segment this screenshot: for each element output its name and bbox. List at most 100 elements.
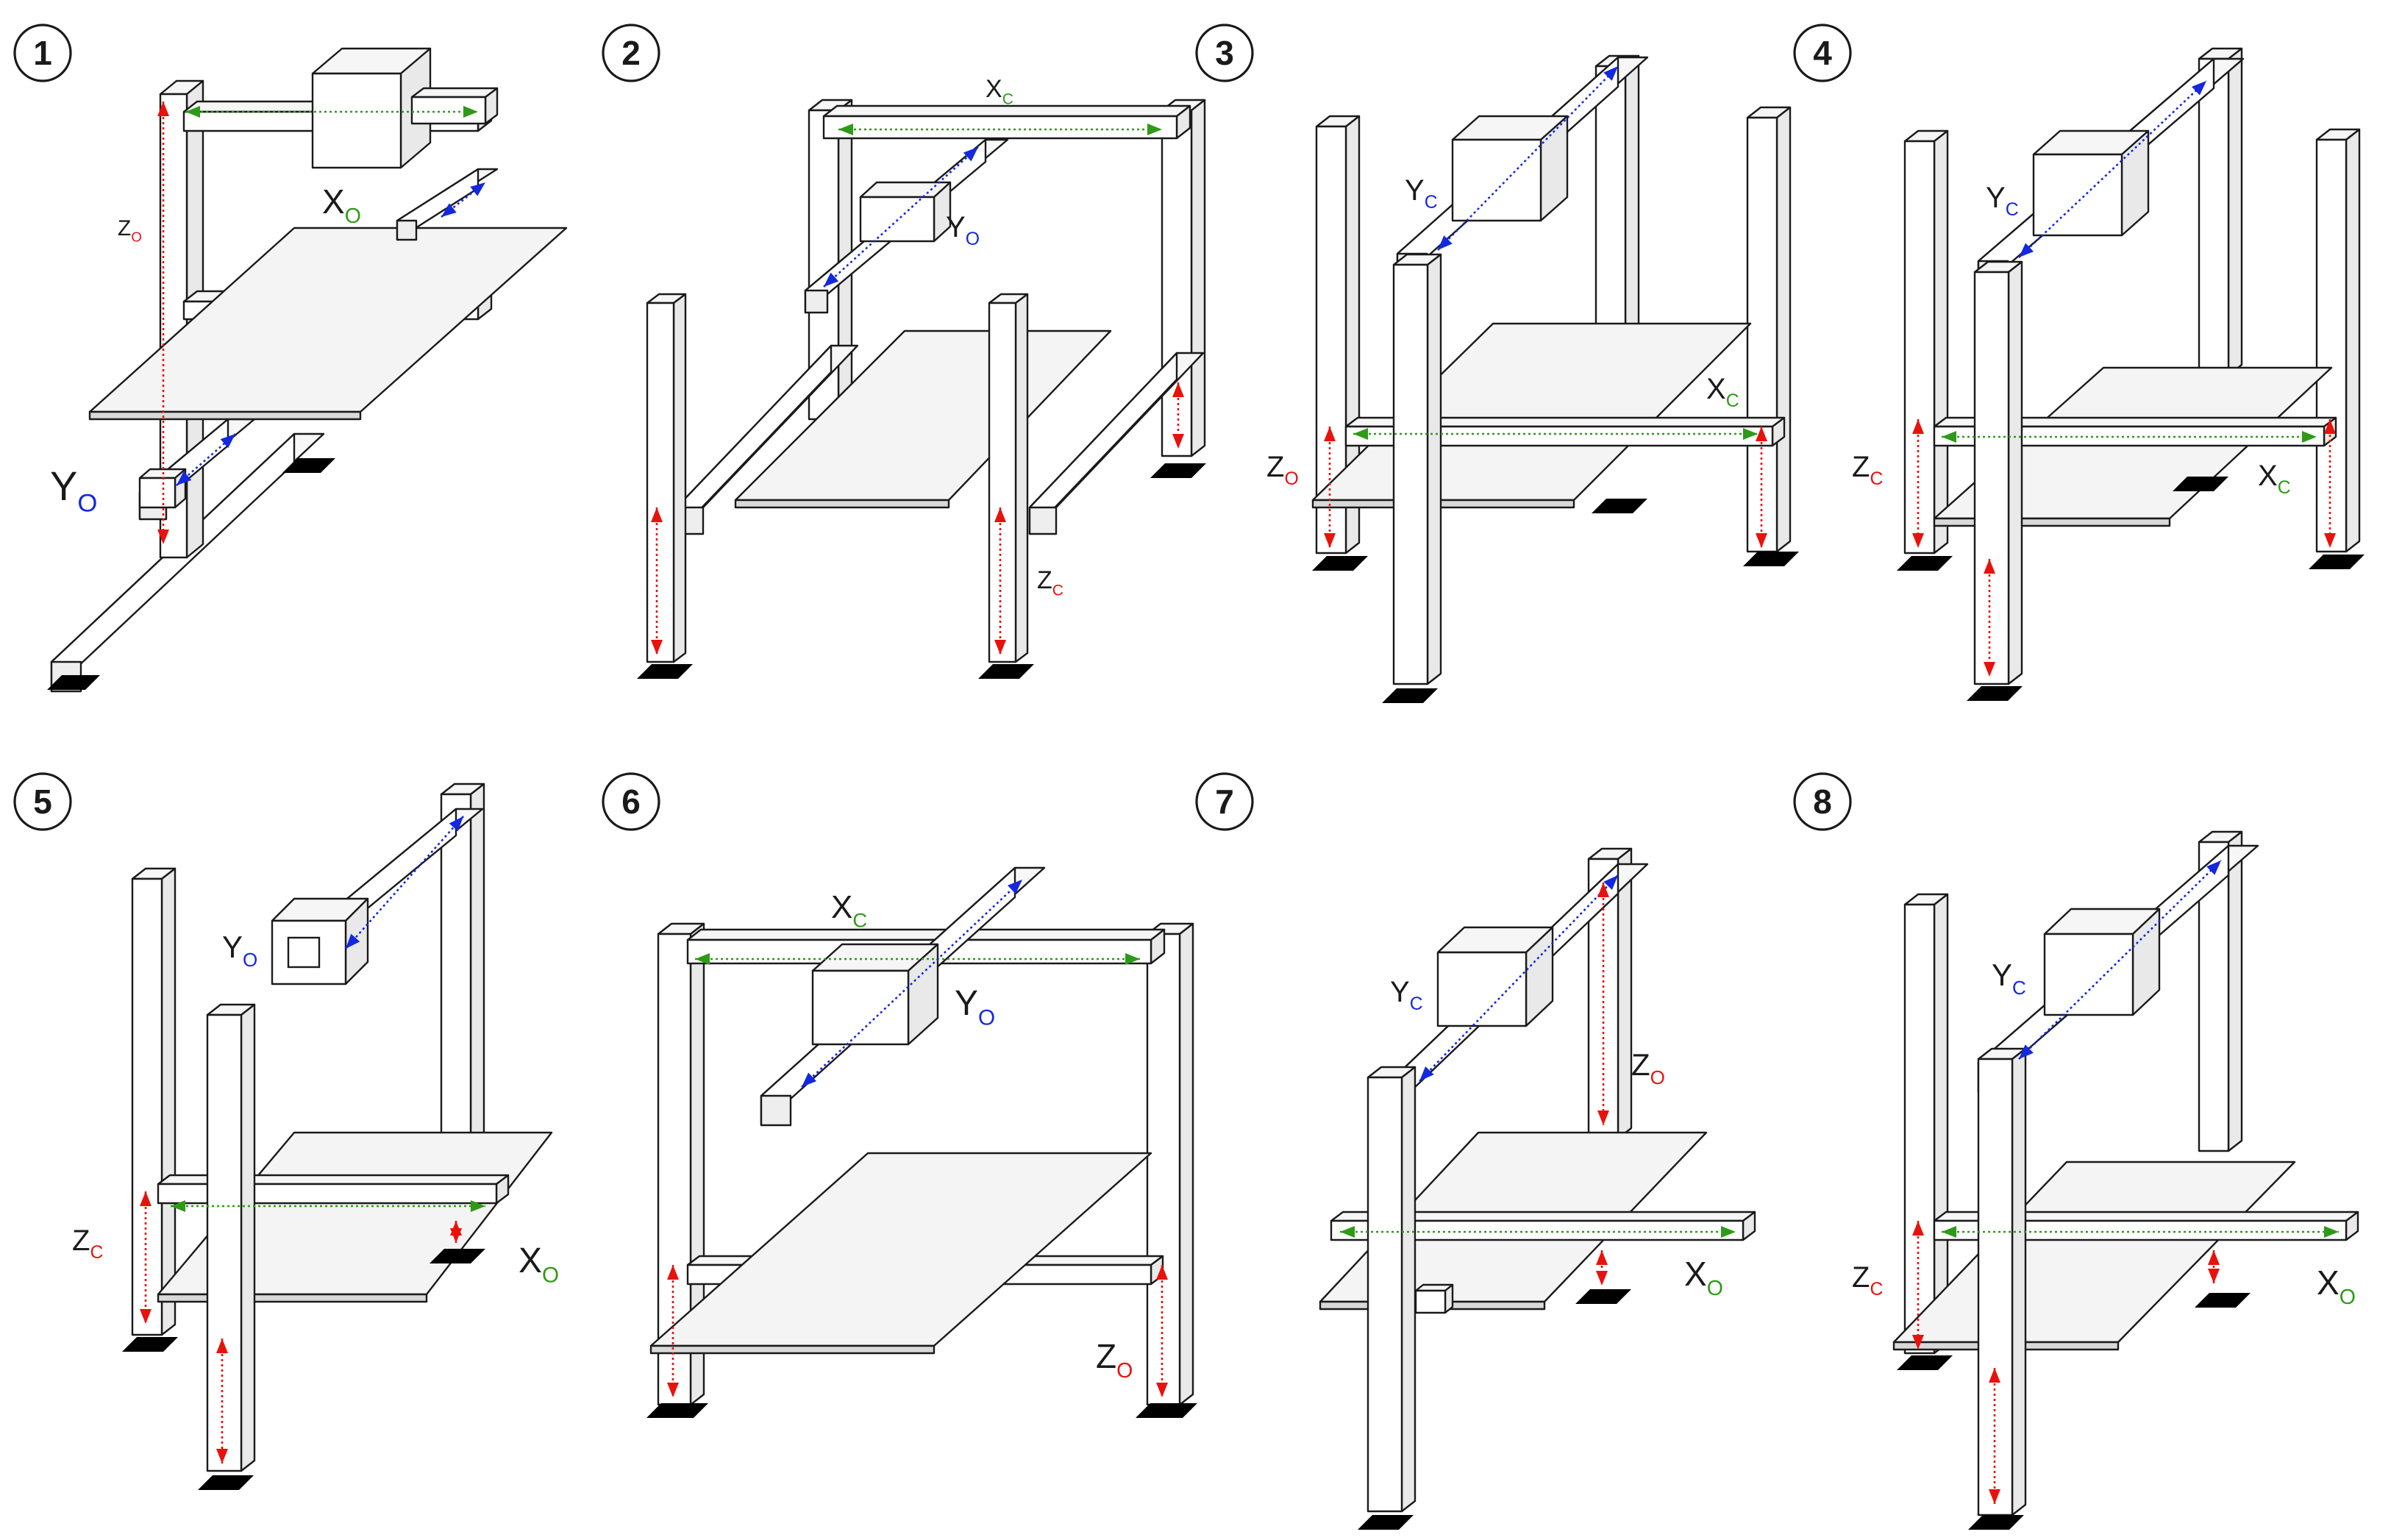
label-y-subscript: C — [1425, 193, 1438, 213]
label-x-subscript: O — [2340, 1286, 2356, 1309]
rear-column-mid-side — [2227, 47, 2243, 377]
y-axis-arrow — [2018, 860, 2222, 1060]
y-carriage — [859, 181, 952, 243]
label-x-letter: X — [2317, 1263, 2340, 1302]
front-column — [1392, 253, 1442, 685]
rear-column-right — [1161, 99, 1206, 457]
x-axis-arrow — [1340, 1226, 1736, 1238]
x-axis-arrow — [171, 1200, 485, 1212]
spindle-window — [287, 936, 321, 969]
label-y-subscript: C — [1410, 994, 1423, 1014]
panel-number: 4 — [1813, 34, 1832, 72]
y-carriage-front — [138, 477, 177, 509]
label-x-letter: X — [1706, 373, 1726, 405]
x-axis-arrow — [185, 106, 478, 118]
work-table-edge — [649, 1344, 936, 1355]
label-x-subscript: O — [1707, 1277, 1723, 1300]
rear-column-left-front — [131, 877, 163, 1336]
rear-column-mid-front — [2198, 841, 2230, 1152]
y-axis-arrow — [2018, 80, 2207, 258]
panel-number-badge: 5 — [13, 772, 72, 831]
front-column-right-front — [988, 302, 1017, 663]
rear-column-side — [1617, 847, 1633, 1140]
top-crossbeam-top — [686, 928, 1166, 941]
x-head-front — [311, 72, 402, 169]
panel-number-badge: 3 — [1195, 24, 1254, 82]
label-z-letter: Z — [72, 1224, 90, 1257]
foot-rear-left — [122, 1337, 178, 1352]
label-z-subscript: O — [1284, 469, 1298, 489]
label-x-subscript: C — [852, 908, 867, 931]
foot-rear — [282, 458, 335, 473]
rear-column-left-front — [1903, 903, 1936, 1355]
label-x-subscript: O — [542, 1263, 559, 1287]
x-arm — [410, 87, 499, 125]
label-z-letter: Z — [1266, 451, 1284, 483]
label-y: YO — [955, 984, 995, 1030]
label-x: XC — [831, 889, 867, 931]
label-x: XO — [1684, 1255, 1723, 1300]
label-z-letter: Z — [1852, 1261, 1870, 1294]
z-axis-arrow-right — [2324, 419, 2336, 548]
x-axis-arrow — [1942, 1226, 2339, 1238]
work-table — [1311, 322, 1752, 509]
panel-number: 6 — [621, 783, 641, 821]
work-table — [1892, 1161, 2296, 1351]
foot-front-right — [978, 664, 1034, 679]
x-rail-front — [1330, 1219, 1745, 1241]
z-axis-arrow-rear — [450, 1221, 462, 1243]
y-axis-arrow — [176, 433, 236, 486]
y-carriage — [1451, 115, 1569, 222]
front-column — [1977, 1047, 2027, 1516]
panel-number: 1 — [33, 34, 52, 72]
work-table — [649, 1152, 1152, 1355]
panel-number: 3 — [1215, 34, 1234, 72]
rear-column-right-side — [2345, 128, 2361, 553]
label-y-letter: Y — [1390, 976, 1410, 1008]
foot-front — [1382, 688, 1438, 703]
foot-rear — [1575, 1289, 1631, 1304]
label-z-letter: Z — [118, 216, 131, 240]
z-axis-arrow-left — [1912, 419, 1924, 548]
label-z-subscript: C — [90, 1243, 103, 1263]
z-axis-arrow-lower — [1596, 1250, 1608, 1286]
panel-number-badge: 2 — [602, 24, 660, 82]
y-carriage — [2043, 908, 2161, 1016]
y-carriage — [1436, 926, 1554, 1027]
rear-column-right-side — [1775, 106, 1792, 553]
panel-number: 2 — [621, 34, 641, 72]
z-axis-arrow-right — [1756, 427, 1767, 548]
label-x: XC — [986, 75, 1013, 108]
front-column — [1973, 260, 2023, 685]
front-column — [1366, 1066, 1417, 1513]
work-table-top — [649, 1152, 1152, 1347]
z-axis-arrow-front — [216, 1338, 228, 1464]
label-x: XC — [2258, 460, 2291, 498]
front-column-right-front — [1146, 933, 1181, 1406]
label-x-subscript: C — [1002, 91, 1013, 108]
rear-column-left-side — [1933, 129, 1949, 555]
x-arm-top — [410, 87, 499, 99]
label-z-letter: Z — [1631, 1047, 1650, 1082]
foot-front — [1358, 1515, 1414, 1530]
x-arm-front — [410, 96, 487, 125]
front-column-front — [1366, 1076, 1403, 1513]
front-column-right-side — [1178, 922, 1194, 1406]
label-y-subscript: O — [243, 949, 257, 971]
label-x-letter: X — [322, 182, 345, 221]
front-column-side — [1426, 253, 1442, 685]
front-column-right — [988, 293, 1029, 663]
label-x: XC — [1706, 373, 1739, 411]
panel-number: 8 — [1813, 783, 1832, 821]
foot-rear-left — [1312, 556, 1368, 571]
label-y: YO — [222, 930, 257, 971]
foot-rear-left — [1897, 556, 1953, 571]
label-x-subscript: C — [2278, 478, 2291, 498]
label-x: XO — [519, 1241, 559, 1287]
label-x-subscript: C — [1726, 391, 1739, 411]
front-column-front — [206, 1013, 243, 1472]
